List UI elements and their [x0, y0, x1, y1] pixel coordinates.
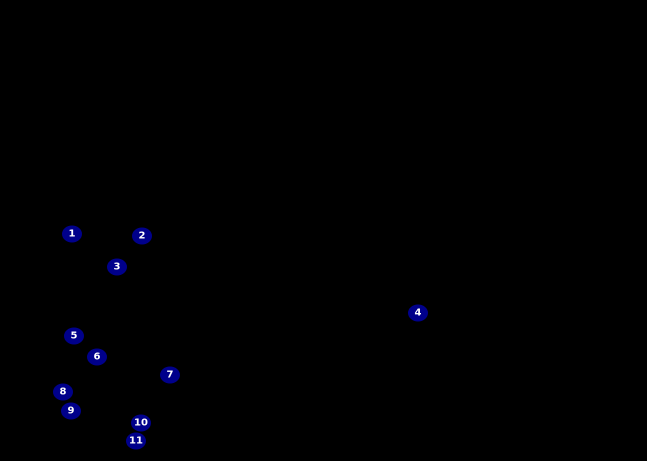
som-mark-8[interactable]: 8 [53, 383, 73, 401]
som-mark-2[interactable]: 2 [132, 227, 152, 245]
som-mark-3[interactable]: 3 [107, 258, 127, 276]
som-mark-10[interactable]: 10 [131, 414, 151, 432]
som-mark-11[interactable]: 11 [126, 432, 146, 450]
som-mark-7[interactable]: 7 [160, 366, 180, 384]
som-mark-6[interactable]: 6 [87, 348, 107, 366]
som-mark-1[interactable]: 1 [62, 225, 82, 243]
som-mark-4[interactable]: 4 [408, 304, 428, 322]
som-mark-5[interactable]: 5 [64, 327, 84, 345]
som-mark-9[interactable]: 9 [61, 402, 81, 420]
